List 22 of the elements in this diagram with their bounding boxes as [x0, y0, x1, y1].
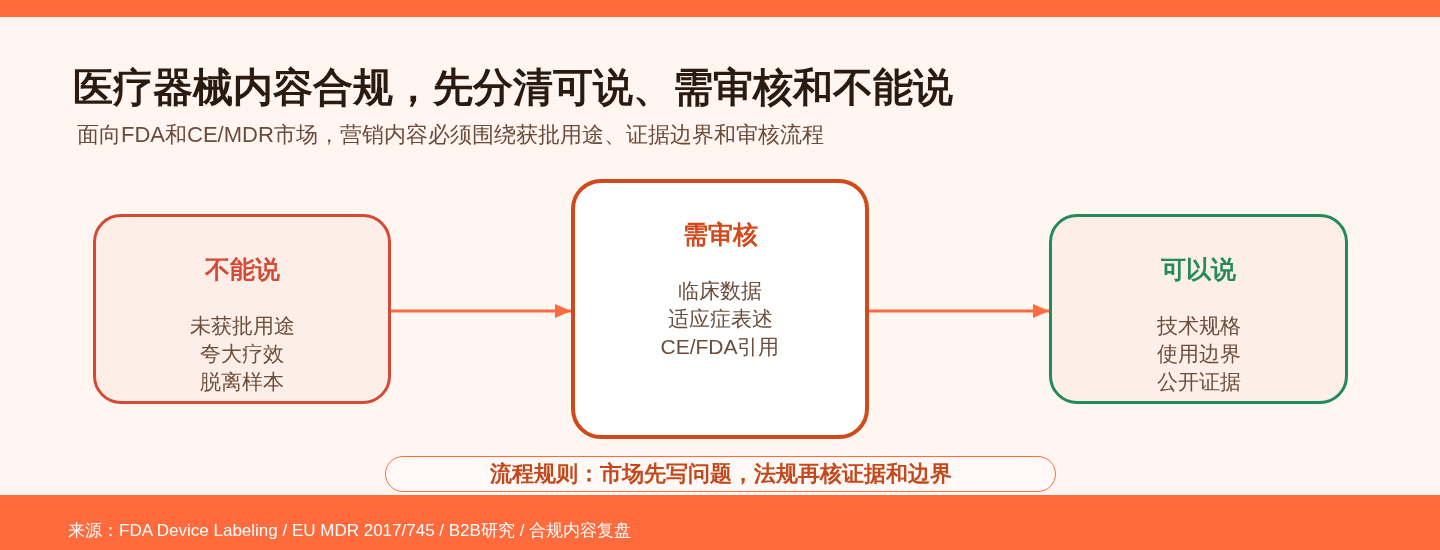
- source-note: 来源：FDA Device Labeling / EU MDR 2017/745 / B2B研究 / 合规内容复盘: [68, 520, 632, 542]
- category-box: [571, 179, 869, 439]
- box-heading: 不能说: [204, 254, 280, 284]
- list-item: 技术规格: [1156, 313, 1241, 339]
- list-item: CE/FDA引用: [660, 334, 780, 360]
- box-heading: 可以说: [1161, 254, 1236, 284]
- category-box: [93, 214, 391, 404]
- rule-banner: [385, 456, 1056, 492]
- list-item: 未获批用途: [189, 313, 295, 339]
- list-item: 脱离样本: [200, 369, 284, 395]
- list-item: 使用边界: [1156, 341, 1241, 367]
- list-item: 适应症表述: [667, 306, 773, 332]
- title: 医疗器械内容合规，先分清可说、需审核和不能说: [73, 64, 953, 111]
- subtitle: 面向FDA和CE/MDR市场，营销内容必须围绕获批用途、证据边界和审核流程: [77, 121, 824, 149]
- list-item: 临床数据: [678, 278, 762, 304]
- list-item: 夸大疗效: [200, 341, 284, 367]
- arrow: [391, 304, 571, 318]
- box-heading: 需审核: [682, 219, 758, 249]
- list-item: 公开证据: [1156, 369, 1241, 395]
- arrow: [869, 304, 1049, 318]
- rule-text: 流程规则：市场先写问题，法规再核证据和边界: [489, 460, 952, 488]
- category-box: [1049, 214, 1348, 404]
